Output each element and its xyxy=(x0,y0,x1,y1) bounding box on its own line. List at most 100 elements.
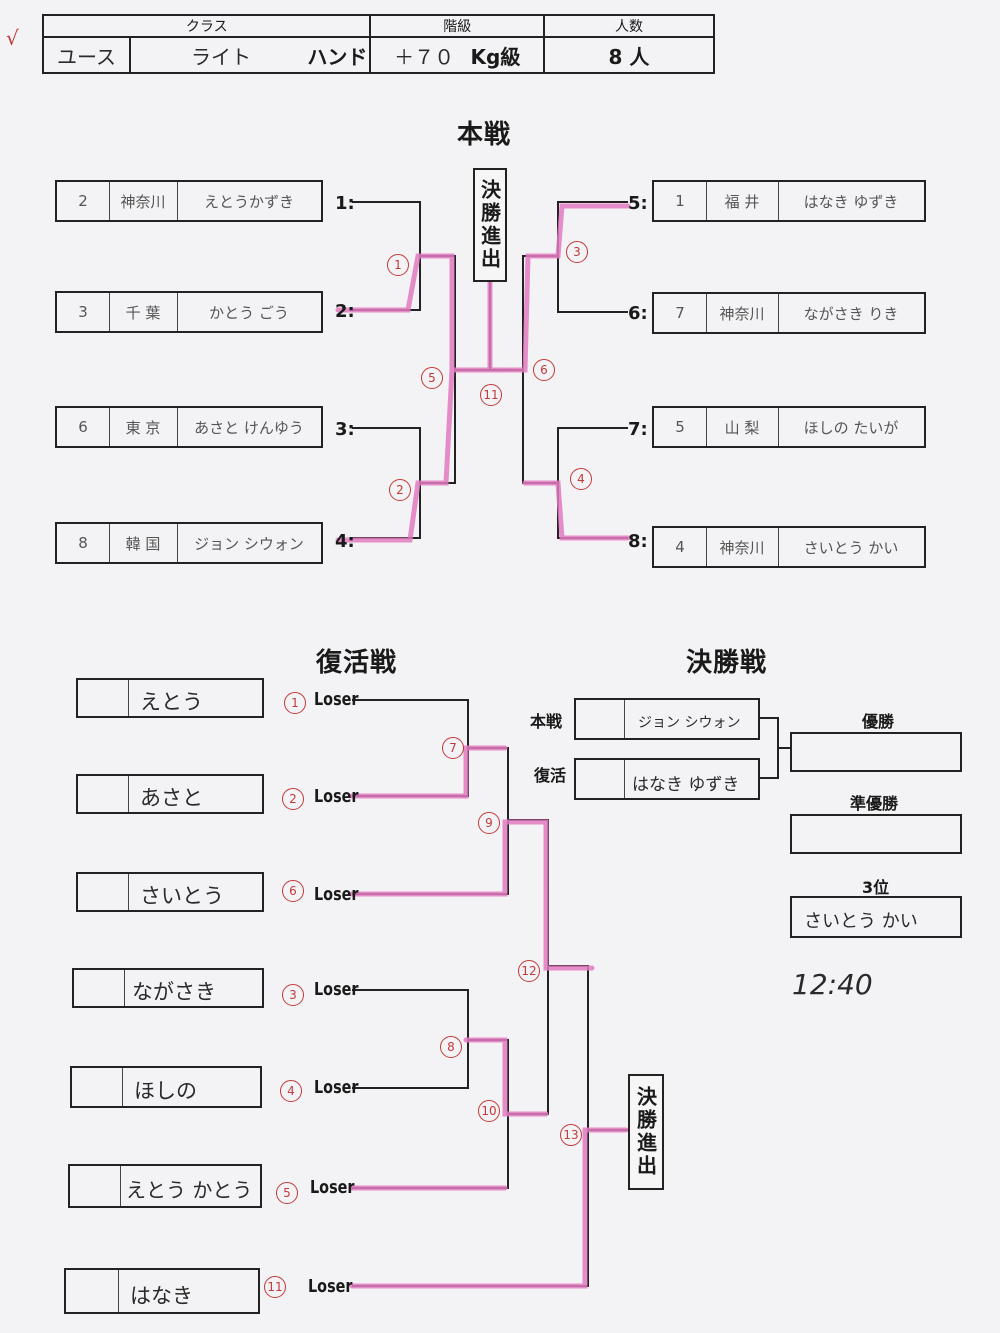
entry-no-blank xyxy=(78,776,129,812)
match-circle-2: 2 xyxy=(389,479,411,501)
entry-name: ジョン シウォン xyxy=(194,534,304,553)
seed-3: 3: xyxy=(335,419,355,440)
rep-name: えとう xyxy=(140,690,203,714)
header-weight-value: ＋７０ xyxy=(394,44,455,69)
header-weight-unit: Kg級 xyxy=(470,44,521,69)
entry-name: えとうかずき xyxy=(203,192,294,211)
main-entry-right-8: 4 神奈川 さいとう かい xyxy=(652,526,926,568)
entry-no-blank xyxy=(74,970,125,1006)
time-note: 12:40 xyxy=(792,968,873,1001)
loser-label: Loser xyxy=(310,1177,355,1198)
final-main-label: 本戦 xyxy=(530,712,563,731)
main-title: 本戦 xyxy=(457,120,512,150)
loser-label: Loser xyxy=(314,979,359,1000)
rep-entry-5: ほしの xyxy=(70,1066,262,1108)
main-advance-box: 決勝進出 xyxy=(473,168,507,282)
rep-name: ながさき xyxy=(132,980,216,1004)
from-circle: 4 xyxy=(280,1080,302,1102)
entry-name: ながさき りき xyxy=(803,304,899,323)
match-circle-8: 8 xyxy=(440,1036,462,1058)
main-entry-left-3: 6 東 京 あさと けんゆう xyxy=(55,406,323,448)
header-count: 8 人 xyxy=(543,36,715,74)
seed-7: 7: xyxy=(628,419,648,440)
seed-8: 8: xyxy=(628,531,648,552)
from-circle: 11 xyxy=(264,1276,286,1298)
entry-pref: 神奈川 xyxy=(706,528,779,566)
main-entry-left-2: 3 千 葉 かとう ごう xyxy=(55,291,323,333)
loser-label: Loser xyxy=(314,786,359,807)
from-circle: 1 xyxy=(284,692,306,714)
rep-entry-2: あさと xyxy=(76,774,264,814)
entry-pref: 神奈川 xyxy=(109,182,178,220)
header-youth: ユース xyxy=(42,36,131,74)
seed-6: 6: xyxy=(628,303,648,324)
entry-name: あさと けんゆう xyxy=(194,418,304,437)
match-circle-10: 10 xyxy=(478,1100,500,1122)
match-circle-1: 1 xyxy=(387,254,409,276)
seed-4: 4: xyxy=(335,531,355,552)
winner-label: 優勝 xyxy=(862,712,895,731)
header-col-class: クラス xyxy=(41,14,372,38)
entry-pref: 千 葉 xyxy=(109,293,178,331)
third-label: 3位 xyxy=(862,878,890,897)
main-entry-right-5: 1 福 井 はなき ゆずき xyxy=(652,180,926,222)
entry-no: 5 xyxy=(654,408,707,446)
final-rep-label: 復活 xyxy=(534,766,567,785)
final-main-name: ジョン シウォン xyxy=(638,715,741,731)
entry-no: 7 xyxy=(654,294,707,332)
entry-name: さいとう かい xyxy=(803,538,899,557)
runner-up-label: 準優勝 xyxy=(850,794,899,813)
main-entry-right-6: 7 神奈川 ながさき りき xyxy=(652,292,926,334)
repechage-title: 復活戦 xyxy=(316,648,398,678)
main-entry-left-1: 2 神奈川 えとうかずき xyxy=(55,180,323,222)
header-grade-cell: ＋７０ Kg級 xyxy=(369,36,545,74)
seed-1: 1: xyxy=(335,193,355,214)
entry-no: 8 xyxy=(57,524,110,562)
rep-entry-6: えとう かとう xyxy=(68,1164,262,1208)
rep-entry-1: えとう xyxy=(76,678,264,718)
match-circle-7: 7 xyxy=(442,737,464,759)
entry-pref: 神奈川 xyxy=(706,294,779,332)
loser-label: Loser xyxy=(314,1077,359,1098)
entry-no-blank xyxy=(70,1166,121,1206)
match-circle-13: 13 xyxy=(560,1124,582,1146)
rep-entry-4: ながさき xyxy=(72,968,264,1008)
match-circle-3: 3 xyxy=(566,241,588,263)
third-name: さいとう かい xyxy=(804,911,918,932)
from-circle: 2 xyxy=(282,788,304,810)
final-rep-name: はなき ゆずき xyxy=(632,775,740,795)
third-box: さいとう かい xyxy=(790,896,962,938)
entry-no-blank xyxy=(576,700,625,738)
main-entry-left-4: 8 韓 国 ジョン シウォン xyxy=(55,522,323,564)
match-circle-4: 4 xyxy=(570,468,592,490)
entry-no: 3 xyxy=(57,293,110,331)
entry-pref: 福 井 xyxy=(706,182,779,220)
entry-pref: 東 京 xyxy=(109,408,178,446)
loser-label: Loser xyxy=(314,689,359,710)
match-circle-12: 12 xyxy=(518,960,540,982)
from-circle: 5 xyxy=(276,1182,298,1204)
entry-no-blank xyxy=(72,1068,123,1106)
from-circle: 3 xyxy=(282,984,304,1006)
loser-label: Loser xyxy=(308,1276,353,1297)
rep-entry-7: はなき xyxy=(64,1268,260,1314)
entry-pref: 韓 国 xyxy=(109,524,178,562)
entry-no-blank xyxy=(78,874,129,910)
entry-name: かとう ごう xyxy=(209,303,289,322)
header-class-cell: ライト ハンド xyxy=(128,36,372,74)
seed-5: 5: xyxy=(628,193,648,214)
main-entry-right-7: 5 山 梨 ほしの たいが xyxy=(652,406,926,448)
match-circle-6: 6 xyxy=(533,359,555,381)
rep-advance-box: 決勝進出 xyxy=(628,1074,664,1190)
runner-up-box xyxy=(790,814,962,854)
entry-name: はなき ゆずき xyxy=(803,192,899,211)
match-circle-5: 5 xyxy=(421,367,443,389)
entry-no: 2 xyxy=(57,182,110,220)
header-table: クラス 階級 人数 ユース ライト ハンド ＋７０ Kg級 8 人 xyxy=(41,14,715,74)
check-mark: √ xyxy=(6,26,19,50)
rep-name: えとう かとう xyxy=(126,1178,253,1202)
rep-name: はなき xyxy=(130,1284,193,1308)
entry-pref: 山 梨 xyxy=(706,408,779,446)
match-circle-11: 11 xyxy=(480,384,502,406)
